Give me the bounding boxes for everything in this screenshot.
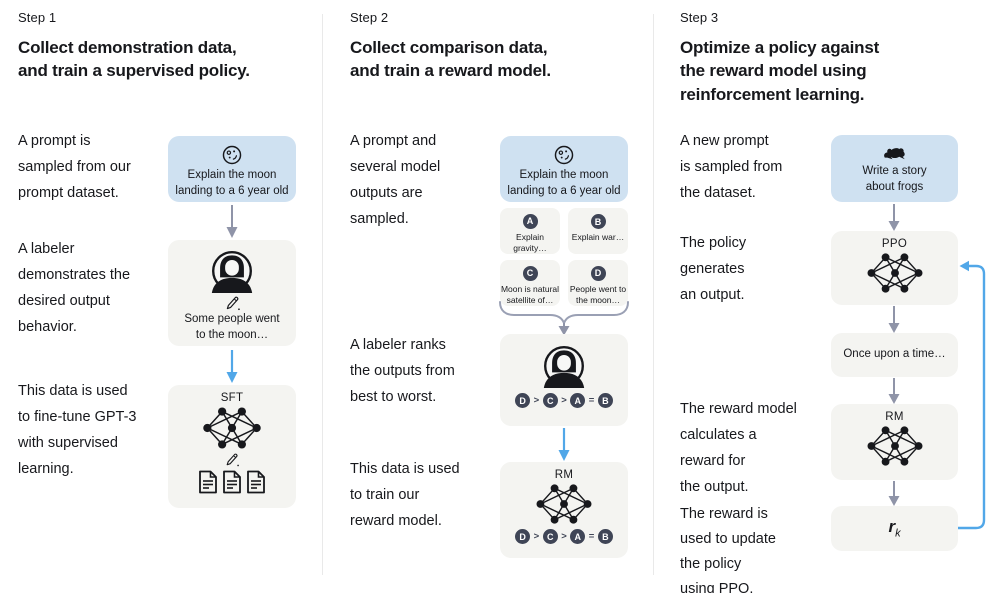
document-icon: [198, 470, 218, 494]
document-icon: [222, 470, 242, 494]
document-icon: [246, 470, 266, 494]
down-arrow-blue-icon: [558, 428, 570, 461]
step3-paragraph-4: The reward is used to update the policy …: [680, 506, 776, 593]
neural-net-icon: [200, 405, 264, 451]
option-text: People went to the moon…: [569, 283, 627, 305]
rm-label: RM: [554, 469, 574, 481]
feedback-loop-arrow-icon: [958, 260, 986, 530]
step3-paragraph-2: The policy generates an output.: [680, 235, 747, 303]
option-text: Explain war…: [571, 232, 625, 242]
rank-separator: >: [533, 531, 540, 542]
pencil-icon: [224, 295, 241, 312]
moon-icon: [221, 144, 243, 166]
down-arrow-blue-icon: [226, 350, 238, 383]
ppo-policy-box: PPO: [831, 231, 958, 305]
down-arrow-icon: [888, 306, 900, 333]
rm-model-box: RM: [831, 404, 958, 480]
step3-paragraph-1: A new prompt is sampled from the dataset…: [680, 133, 783, 201]
prompt-box: Write a story about frogs: [831, 135, 958, 202]
labeler-box-text: Some people went to the moon…: [184, 313, 280, 341]
output-option-b: B Explain war…: [568, 208, 628, 254]
output-text-box: Once upon a time…: [831, 333, 958, 377]
output-option-d: D People went to the moon…: [568, 260, 628, 306]
ppo-label: PPO: [881, 238, 908, 250]
prompt-box-text: Write a story about frogs: [862, 165, 927, 193]
step2-paragraph-3: This data is used to train our reward mo…: [350, 461, 460, 529]
step3-paragraph-3: The reward model calculates a reward for…: [680, 401, 797, 495]
down-arrow-icon: [226, 205, 238, 238]
prompt-box: Explain the moon landing to a 6 year old: [168, 136, 296, 202]
step2-paragraph-1: A prompt and several model outputs are s…: [350, 133, 441, 227]
step-label: Step 2: [350, 10, 389, 25]
rank-badge: A: [570, 529, 586, 544]
step2-paragraph-2: A labeler ranks the outputs from best to…: [350, 337, 455, 405]
ranking-row: D > C > A = B: [515, 529, 613, 544]
rank-badge: C: [542, 393, 558, 408]
step-label: Step 1: [18, 10, 57, 25]
labeler-rank-box: D > C > A = B: [500, 334, 628, 426]
rank-separator: >: [561, 395, 567, 406]
option-badge: A: [522, 214, 538, 229]
rank-separator: >: [561, 531, 567, 542]
step-label: Step 3: [680, 10, 719, 25]
down-arrow-icon: [888, 204, 900, 231]
moon-icon: [553, 144, 575, 166]
rank-separator: =: [588, 531, 595, 542]
option-badge: B: [590, 214, 606, 229]
option-text: Explain gravity…: [513, 231, 547, 253]
reward-value-box: rk: [831, 506, 958, 551]
step1-paragraph-1: A prompt is sampled from our prompt data…: [18, 133, 131, 201]
sft-model-box: SFT: [168, 385, 296, 508]
output-option-c: C Moon is natural satellite of…: [500, 260, 560, 306]
down-arrow-icon: [888, 378, 900, 404]
neural-net-icon: [533, 482, 595, 526]
option-text: Moon is natural satellite of…: [500, 283, 560, 305]
rank-badge: D: [515, 393, 531, 408]
frog-icon: [883, 144, 907, 161]
rank-separator: =: [588, 395, 595, 406]
option-badge: C: [522, 266, 538, 281]
ranking-row: D > C > A = B: [515, 393, 613, 408]
labeler-icon: [210, 249, 254, 293]
down-arrow-icon: [888, 481, 900, 506]
step1-paragraph-3: This data is used to fine-tune GPT-3 wit…: [18, 383, 137, 477]
labeler-icon: [542, 344, 586, 388]
step-title: Collect demonstration data, and train a …: [18, 38, 250, 81]
neural-net-icon: [864, 424, 926, 468]
documents-row: [198, 470, 266, 494]
labeler-demo-box: Some people went to the moon…: [168, 240, 296, 346]
rank-badge: D: [515, 529, 531, 544]
rank-badge: A: [570, 393, 586, 408]
rank-separator: >: [533, 395, 540, 406]
step-title: Collect comparison data, and train a rew…: [350, 38, 551, 81]
prompt-box: Explain the moon landing to a 6 year old: [500, 136, 628, 202]
step1-paragraph-2: A labeler demonstrates the desired outpu…: [18, 241, 131, 335]
output-option-a: A Explain gravity…: [500, 208, 560, 254]
rank-badge: B: [597, 529, 613, 544]
column-divider-2: [653, 14, 654, 575]
prompt-box-text: Explain the moon landing to a 6 year old: [175, 169, 289, 197]
rank-badge: B: [597, 393, 613, 408]
step-title: Optimize a policy against the reward mod…: [680, 38, 880, 104]
neural-net-icon: [864, 251, 926, 295]
option-badge: D: [590, 266, 606, 281]
rm-model-box: RM D > C > A = B: [500, 462, 628, 558]
reward-value-text: rk: [888, 517, 901, 540]
column-divider-1: [322, 14, 323, 575]
sft-label: SFT: [220, 392, 244, 404]
output-box-text: Once upon a time…: [843, 348, 946, 361]
pencil-icon: [224, 452, 240, 468]
prompt-box-text: Explain the moon landing to a 6 year old: [507, 169, 621, 197]
rm-label: RM: [885, 411, 904, 423]
rank-badge: C: [542, 529, 558, 544]
brace-arrow-icon: [499, 301, 629, 336]
